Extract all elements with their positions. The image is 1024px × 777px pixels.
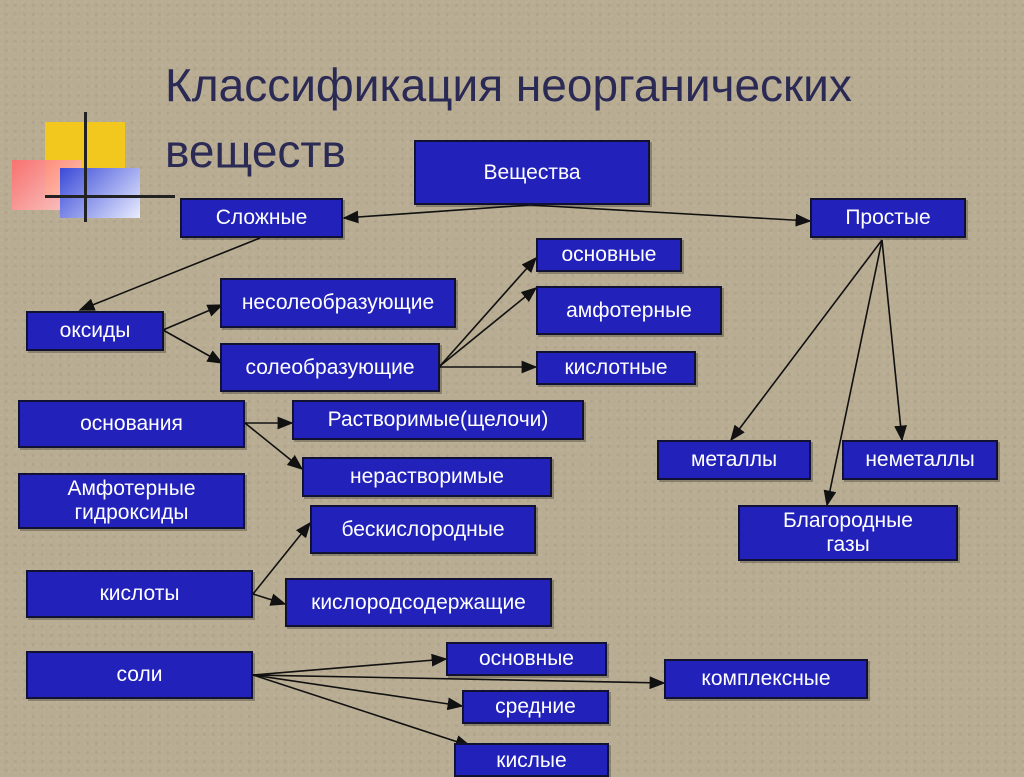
node-salt-basic: основные	[446, 642, 607, 676]
node-non-salt-forming: несолеобразующие	[220, 278, 456, 328]
node-amphoteric-hydroxides: Амфотерные гидроксиды	[18, 473, 245, 529]
node-salt-complex: комплексные	[664, 659, 868, 699]
node-oxide-basic: основные	[536, 238, 682, 272]
node-salt-forming: солеобразующие	[220, 343, 440, 392]
node-salts: соли	[26, 651, 253, 699]
node-complex: Сложные	[180, 198, 343, 238]
page-title: Классификация неорганических веществ	[165, 59, 852, 177]
node-oxides: оксиды	[26, 311, 164, 351]
node-acids: кислоты	[26, 570, 253, 618]
node-oxygen-free: бескислородные	[310, 505, 536, 554]
node-oxide-amphoteric: амфотерные	[536, 286, 722, 335]
node-bases: основания	[18, 400, 245, 448]
node-salt-medium: средние	[462, 690, 609, 724]
node-simple: Простые	[810, 198, 966, 238]
node-root: Вещества	[414, 140, 650, 205]
node-salt-acidic: кислые	[454, 743, 609, 777]
node-oxygen-containing: кислородсодержащие	[285, 578, 552, 627]
node-insoluble: нерастворимые	[302, 457, 552, 497]
node-soluble: Растворимые(щелочи)	[292, 400, 584, 440]
node-metals: металлы	[657, 440, 811, 480]
node-nonmetals: неметаллы	[842, 440, 998, 480]
node-oxide-acidic: кислотные	[536, 351, 696, 385]
node-noble-gases: Благородные газы	[738, 505, 958, 561]
